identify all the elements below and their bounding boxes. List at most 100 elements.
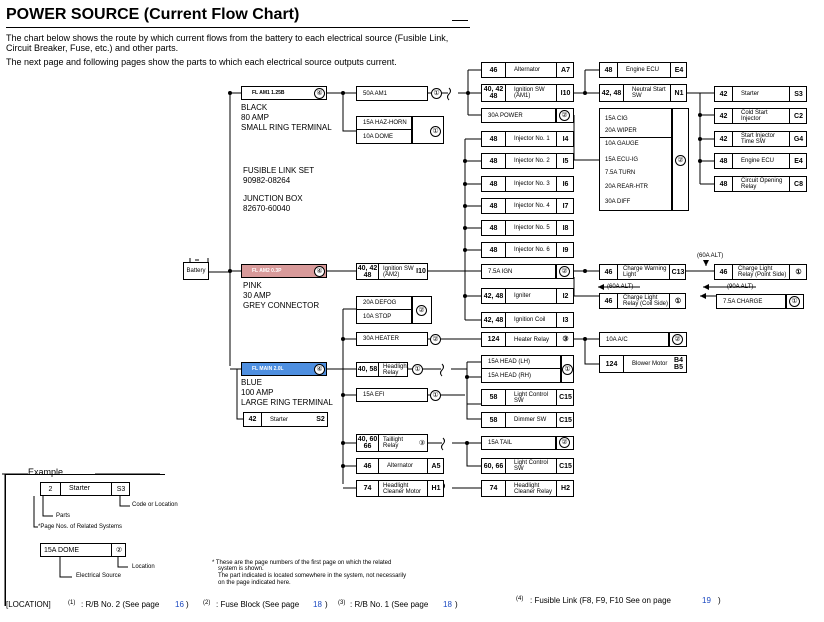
fuse-label: 7.5A IGN xyxy=(488,268,513,275)
part-name: Headlight Relay xyxy=(383,363,409,376)
part-page-num: 46 xyxy=(715,265,733,279)
part-code: C15 xyxy=(556,413,574,427)
part-name: Headlight Cleaner Relay xyxy=(514,482,553,495)
battery-label: Battery xyxy=(186,268,206,274)
part-page-num: 40, 58 xyxy=(357,363,379,376)
part-headlight-cleaner-relay: 74 Headlight Cleaner Relay H2 xyxy=(481,480,574,497)
location-marker: ① xyxy=(430,390,441,401)
part-engine-ecu: 48 Engine ECU E4 xyxy=(714,153,807,169)
jb-label: JUNCTION BOX xyxy=(243,194,303,203)
part-page-num: 48 xyxy=(482,154,506,168)
fuse-dome: 10A DOME xyxy=(356,130,412,144)
fuse-wiper: 20A WIPER xyxy=(605,128,637,134)
example-location-label: Location xyxy=(132,564,155,570)
location-marker: ④ xyxy=(314,266,325,277)
location-marker: ② xyxy=(559,437,570,448)
part-page-num: 58 xyxy=(482,390,506,405)
fuse-ecu-ig: 15A ECU-IG xyxy=(605,157,639,163)
location-marker: (2) xyxy=(203,600,211,606)
part-light-control-sw: 60, 66 Light Control SW C15 xyxy=(481,458,574,474)
fuse-label: 15A EFI xyxy=(363,392,385,398)
part-code: ③ xyxy=(556,333,574,346)
part-name: Charge Light Relay (Point Side) xyxy=(738,266,787,278)
location-paren: ) xyxy=(455,600,458,609)
location-marker: ① xyxy=(430,126,441,137)
part-name: Injector No. 1 xyxy=(514,136,550,142)
fuse-charge: 7.5A CHARGE xyxy=(716,294,786,309)
part-code: I9 xyxy=(556,243,574,257)
location-paren: ) xyxy=(325,600,328,609)
fuse-turn: 7.5A TURN xyxy=(605,170,636,176)
part-name: Heater Relay xyxy=(514,336,550,343)
alt-label: (60A ALT) xyxy=(697,253,724,259)
part-taillight-relay: 40, 60 66 Taillight Relay ③ xyxy=(356,434,428,452)
fuse-label: 15A DOME xyxy=(44,546,80,554)
fuse-power: 30A POWER xyxy=(481,108,556,123)
fuse-label: 15A TAIL xyxy=(488,440,513,446)
part-code: I4 xyxy=(556,132,574,146)
part-name: Igniter xyxy=(514,293,531,299)
page-title: POWER SOURCE (Current Flow Chart) xyxy=(6,6,300,23)
part-code: G4 xyxy=(789,132,807,146)
part-name: Injector No. 3 xyxy=(514,181,550,187)
fuse-label: 10A A/C xyxy=(606,336,628,343)
footnote-line: on the page indicated here. xyxy=(218,580,291,586)
fuse-label: 10A DOME xyxy=(363,133,394,140)
location-marker: ② xyxy=(430,334,441,345)
part-code: C15 xyxy=(556,390,574,405)
fuse-am1: 50A AM1 xyxy=(356,86,428,101)
location-page-link[interactable]: 18 xyxy=(313,600,322,609)
part-starter: 42 Starter S3 xyxy=(714,86,807,102)
part-alternator: 46 Alternator A7 xyxy=(481,62,574,78)
part-name: Engine ECU xyxy=(626,67,660,73)
location-marker: ② xyxy=(559,266,570,277)
part-page-num: 60, 66 xyxy=(482,459,506,473)
location-marker: (1) xyxy=(68,600,76,606)
example-code-label: Code or Location xyxy=(132,502,178,508)
example-frame xyxy=(5,474,6,606)
part-name: Injector No. 5 xyxy=(514,225,550,231)
part-circuit-opening-relay: 48 Circuit Opening Relay C8 xyxy=(714,176,807,192)
part-name: Charge Warning Light xyxy=(623,266,667,278)
part-name: Alternator xyxy=(387,463,414,469)
location-paren: ) xyxy=(718,596,721,605)
location-marker: ② xyxy=(111,544,126,556)
part-code: C8 xyxy=(789,177,807,191)
fuse-label: 15A HAZ-HORN xyxy=(363,120,407,126)
part-code: C13 xyxy=(669,265,686,279)
part-name: Blower Motor xyxy=(632,361,668,367)
part-name: Injector No. 4 xyxy=(514,203,550,209)
fuse-label: 15A HEAD (LH) xyxy=(488,359,531,365)
part-name: Circuit Opening Relay xyxy=(741,178,783,190)
fuse-head-rh: 15A HEAD (RH) xyxy=(481,369,561,383)
location-page-link[interactable]: 16 xyxy=(175,600,184,609)
fl-main-amp: 100 AMP xyxy=(241,388,274,397)
fuse-haz-horn: 15A HAZ-HORN xyxy=(356,116,412,130)
location-page-link[interactable]: 18 xyxy=(443,600,452,609)
part-name: Starter xyxy=(69,485,91,492)
part-code: S2 xyxy=(316,416,325,423)
part-igniter: 42, 48 Igniter I2 xyxy=(481,288,574,304)
part-name: Ignition Coil xyxy=(514,317,546,323)
fuse-efi: 15A EFI xyxy=(356,388,428,402)
location-text: : R/B No. 1 (See page xyxy=(350,600,429,609)
part-code: E4 xyxy=(789,154,807,168)
intro-line: The chart below shows the route by which… xyxy=(6,33,449,43)
location-page-link[interactable]: 19 xyxy=(702,596,711,605)
part-code: I7 xyxy=(556,199,574,213)
part-page-num: 48 xyxy=(482,221,506,235)
part-name: Neutral Start SW xyxy=(632,87,666,99)
part-code: S3 xyxy=(111,483,130,495)
location-text: : R/B No. 2 (See page xyxy=(81,600,160,609)
part-charge-warning-light: 46 Charge Warning Light C13 xyxy=(599,264,686,280)
fuse-label: 15A HEAD (RH) xyxy=(488,372,532,379)
fuse-label: 7.5A CHARGE xyxy=(723,298,763,305)
part-page-num: 42 xyxy=(715,109,733,123)
part-code: I8 xyxy=(556,221,574,235)
part-light-control-sw: 58 Light Control SW C15 xyxy=(481,389,574,406)
part-page-num: 42, 48 xyxy=(482,289,506,303)
location-marker: (4) xyxy=(516,596,524,602)
fusible-link-am2: FL AM2 0.3P xyxy=(241,264,327,278)
part-page-num: 48 xyxy=(482,243,506,257)
part-name: Dimmer SW xyxy=(514,417,547,423)
